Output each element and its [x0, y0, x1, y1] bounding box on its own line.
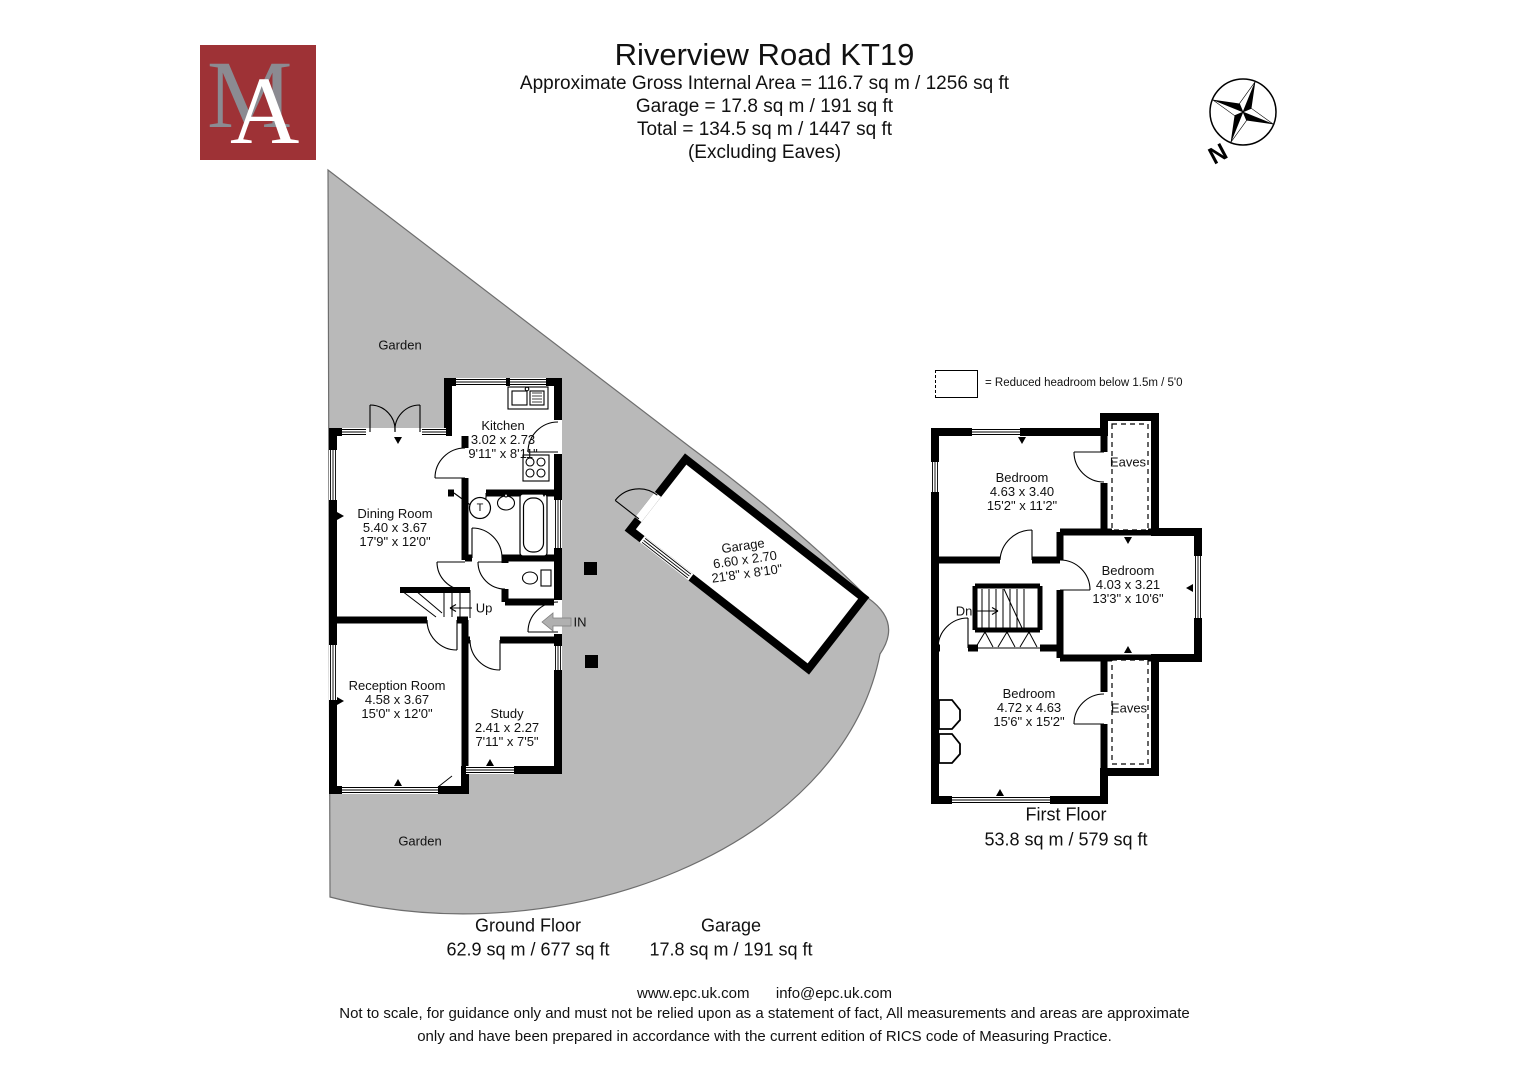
eaves-dashed-top — [1111, 423, 1149, 531]
garage-area: 17.8 sq m / 191 sq ft — [649, 939, 813, 960]
toilet — [521, 569, 552, 587]
reduced-headroom-label: = Reduced headroom below 1.5m / 5'0 — [985, 377, 1183, 389]
ground-floor-area: 62.9 sq m / 677 sq ft — [446, 939, 610, 960]
contact-line: www.epc.uk.com info@epc.uk.com — [0, 985, 1529, 1002]
dining-room-label: Dining Room 5.40 x 3.67 17'9" x 12'0" — [357, 506, 433, 549]
hob — [522, 454, 550, 482]
disclaimer-line-1: Not to scale, for guidance only and must… — [339, 1005, 1190, 1022]
eaves-label-top: Eaves — [1109, 454, 1147, 470]
email-text: info@epc.uk.com — [775, 985, 892, 1002]
porch-posts — [584, 562, 598, 668]
area-line-2: Garage = 17.8 sq m / 191 sq ft — [635, 96, 894, 117]
stairs-first — [981, 588, 1025, 629]
eaves-dashed-bottom — [1111, 659, 1149, 765]
study-label: Study 2.41 x 2.27 7'11" x 7'5" — [474, 706, 540, 749]
garage-caption: Garage — [700, 915, 762, 936]
entrance-arrow-icon — [541, 612, 572, 632]
closet-doors — [975, 630, 1040, 649]
dn-arrow — [976, 607, 999, 615]
windows-ground — [329, 378, 562, 794]
garage-plan — [614, 453, 870, 675]
garden-label-bottom: Garden — [398, 833, 442, 849]
stair-walls-first — [972, 583, 1043, 633]
eaves-label-bottom: Eaves — [1110, 700, 1148, 716]
up-arrow — [449, 604, 472, 612]
first-floor-caption: First Floor — [1025, 804, 1107, 825]
bedroom-rear-label: Bedroom 4.72 x 4.63 15'6" x 15'2" — [993, 686, 1065, 729]
tank-label: T — [476, 502, 484, 514]
page-title: Riverview Road KT19 — [614, 37, 915, 72]
up-label: Up — [475, 600, 493, 616]
ground-floor-walls — [337, 436, 558, 770]
bedroom-front-label: Bedroom 4.63 x 3.40 15'2" x 11'2" — [986, 470, 1058, 513]
dn-label: Dn — [955, 603, 973, 619]
reduced-headroom-swatch — [935, 370, 978, 398]
area-line-3: Total = 134.5 sq m / 1447 sq ft — [636, 119, 893, 140]
windows-first — [931, 428, 1202, 804]
water-tank — [468, 496, 492, 520]
basin — [496, 493, 516, 511]
logo-letter-m: M — [207, 41, 293, 148]
garden-label-top: Garden — [378, 337, 422, 353]
ground-floor-plan — [329, 378, 598, 794]
in-label: IN — [573, 614, 587, 630]
compass-needle — [1212, 81, 1274, 143]
stairs-ground — [401, 590, 471, 618]
ground-floor-caption: Ground Floor — [474, 915, 582, 936]
kitchen-sink — [507, 386, 549, 410]
bathtub — [519, 493, 548, 557]
bedroom-middle-label: Bedroom 4.03 x 3.21 13'3" x 10'6" — [1092, 563, 1164, 606]
area-line-4: (Excluding Eaves) — [687, 142, 842, 163]
kitchen-label: Kitchen 3.02 x 2.73 9'11" x 8'11" — [468, 418, 538, 461]
compass-icon: N — [1204, 78, 1277, 170]
area-line-1: Approximate Gross Internal Area = 116.7 … — [519, 73, 1010, 94]
door-arcs-ground — [366, 404, 562, 671]
agency-logo: M A — [200, 45, 316, 160]
logo-letter-a: A — [230, 57, 300, 164]
first-floor-plan — [931, 413, 1202, 804]
first-floor-area: 53.8 sq m / 579 sq ft — [984, 829, 1148, 850]
header: Riverview Road KT19 Approximate Gross In… — [0, 38, 1529, 164]
garage-window — [639, 535, 694, 581]
door-arcs-first — [937, 451, 1105, 725]
garage-door — [614, 488, 662, 523]
website-text: www.epc.uk.com — [636, 985, 750, 1002]
disclaimer-line-2: only and have been prepared in accordanc… — [417, 1028, 1112, 1045]
chimney-breast — [938, 699, 961, 764]
reception-room-label: Reception Room 4.58 x 3.67 15'0" x 12'0" — [348, 678, 446, 721]
compass-north-label: N — [1204, 138, 1232, 170]
